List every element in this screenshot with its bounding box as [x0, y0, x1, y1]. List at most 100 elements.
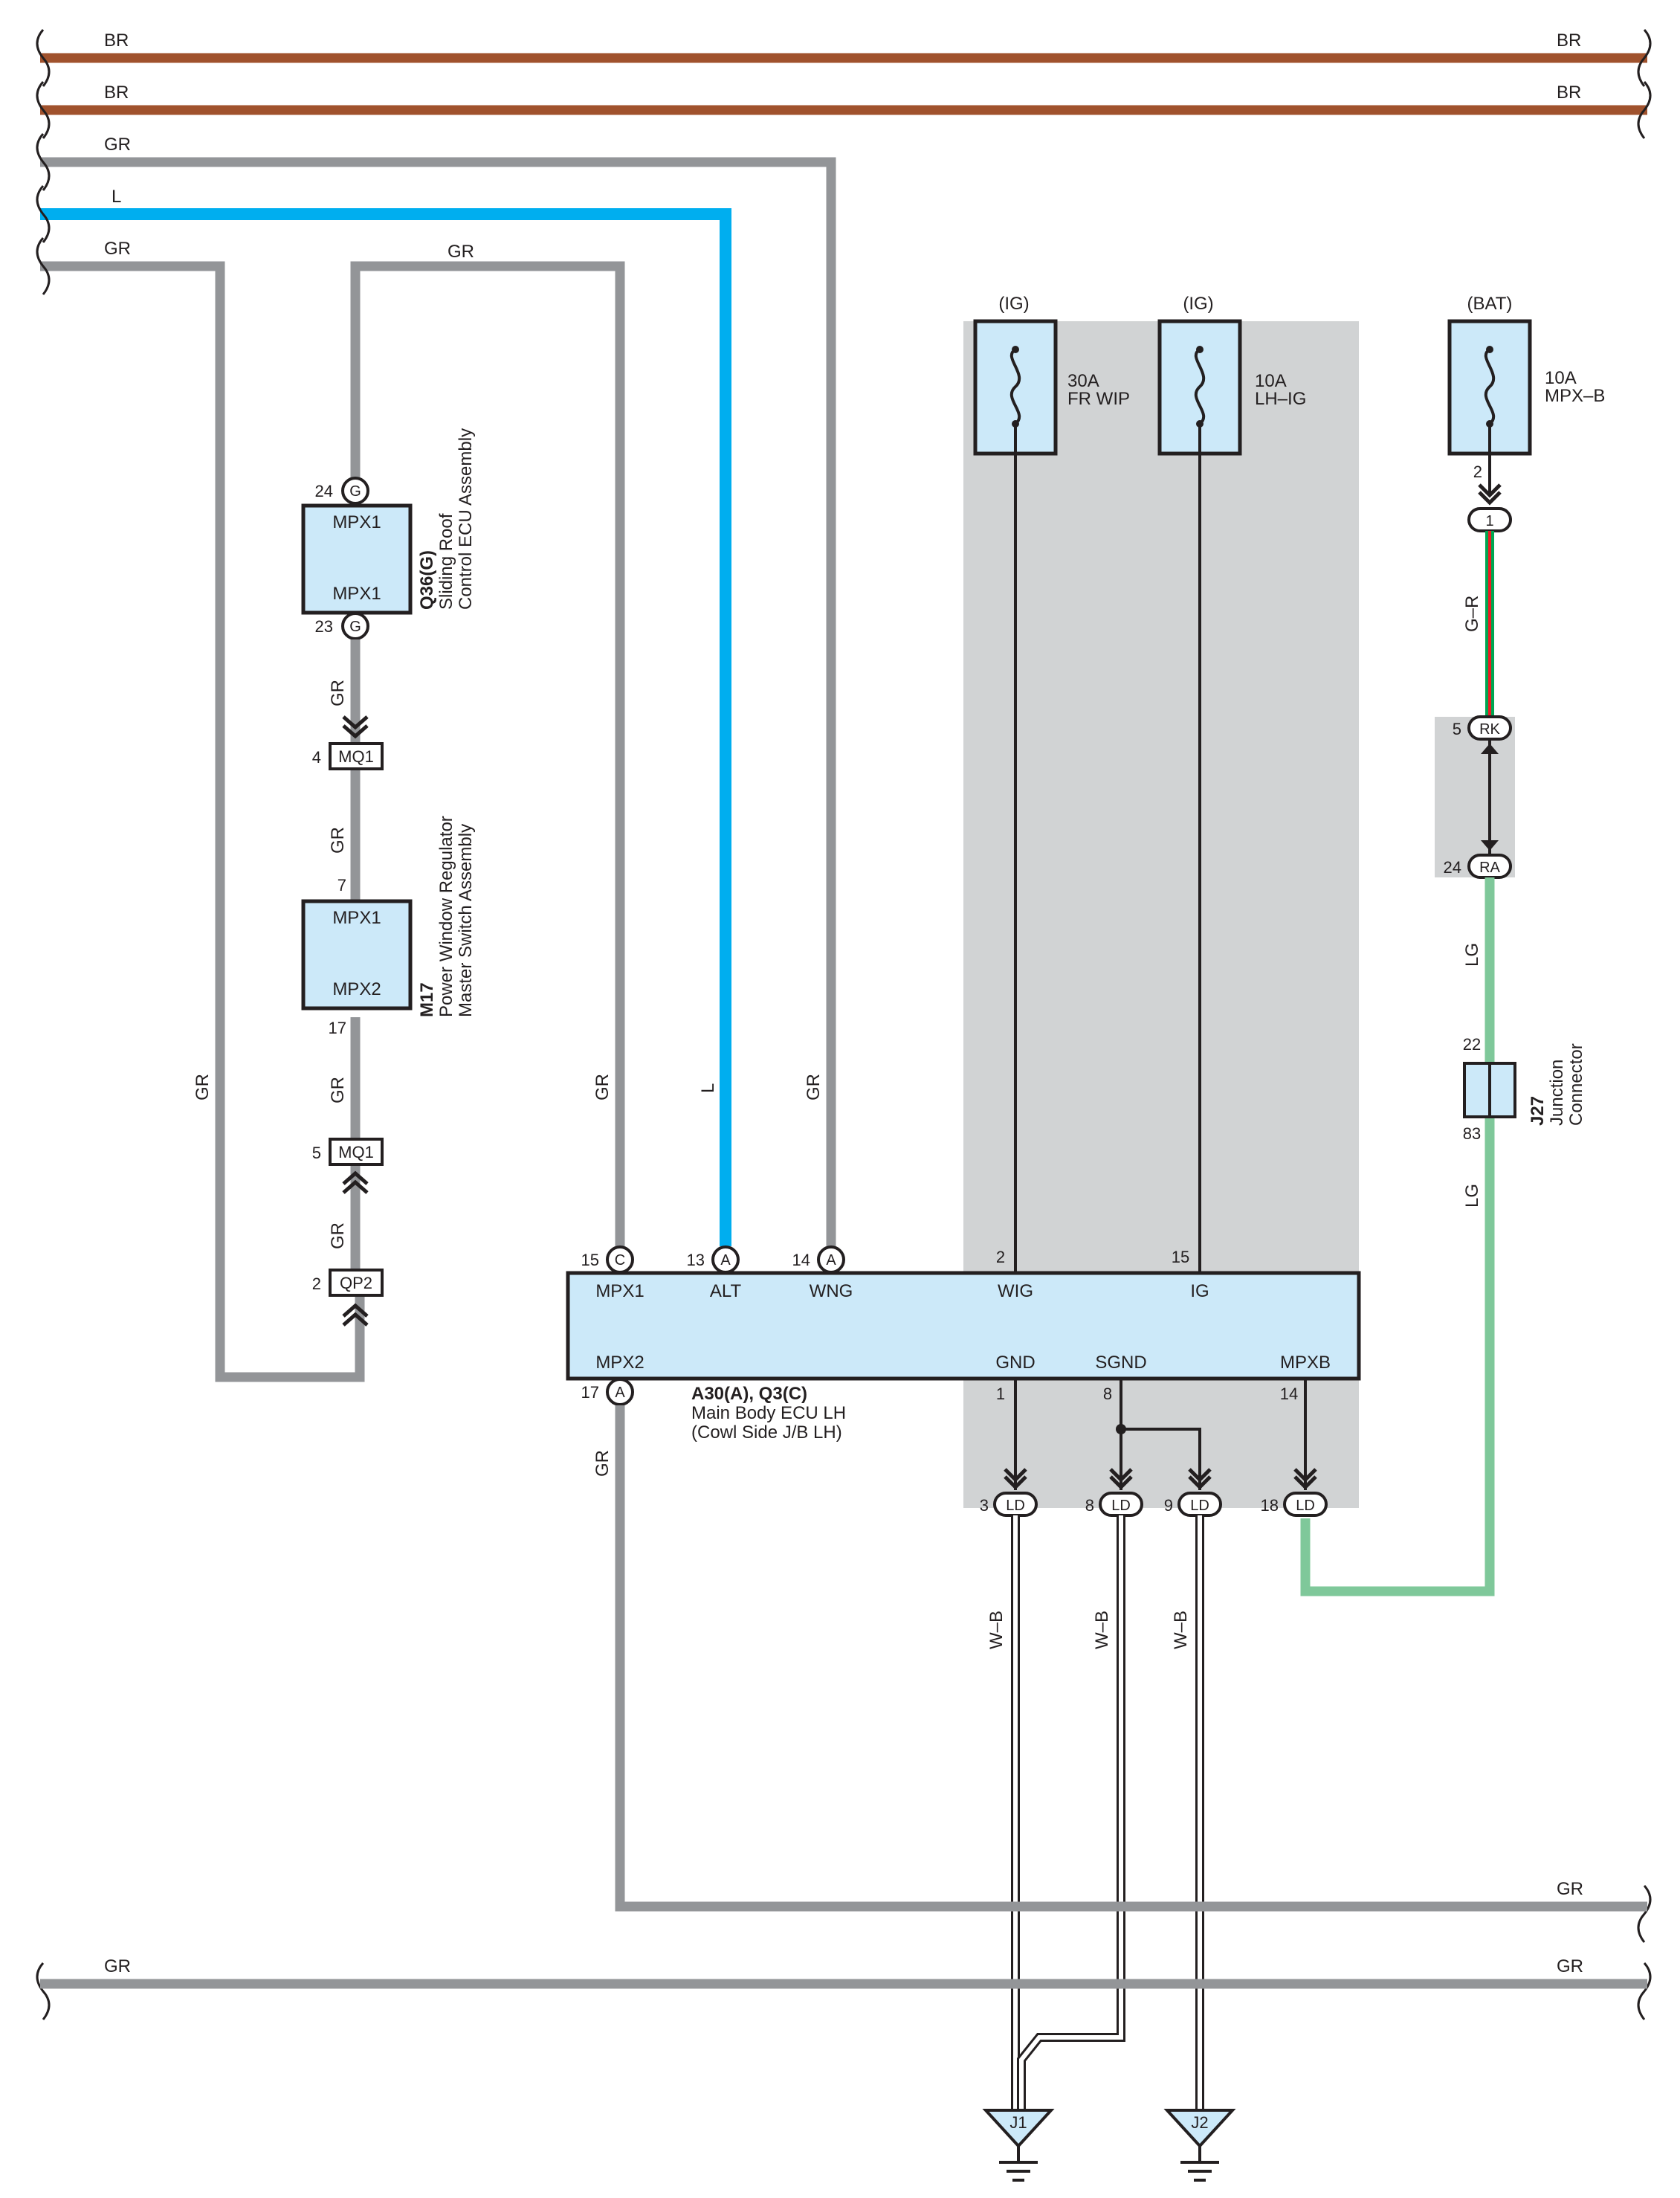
conn-letter: A — [615, 1385, 625, 1401]
wire-label: LG — [1462, 1184, 1482, 1208]
junction-connector-j27: 22 83 J27 Junction Connector — [1463, 1035, 1586, 1143]
component-name: Master Switch Assembly — [456, 824, 476, 1017]
fuse-name: FR WIP — [1067, 389, 1130, 409]
wire-label: GR — [328, 680, 348, 706]
pin-number: 18 — [1261, 1496, 1279, 1515]
ground-j1: J1 — [982, 2109, 1055, 2182]
wire-label: GR — [328, 827, 348, 854]
wire-label: GR — [328, 1222, 348, 1249]
top-br-wire-1: BR BR — [40, 30, 1647, 63]
ground-j2: J2 — [1163, 2109, 1236, 2182]
gr-wire-to-wng: GR GR — [40, 135, 836, 1246]
fuse-rating: 30A — [1067, 371, 1099, 391]
pin-number: 7 — [337, 876, 346, 895]
wire-label: BR — [1557, 30, 1581, 51]
component-name: Control ECU Assembly — [456, 428, 476, 610]
ld-connector-3: LD 3 — [980, 1492, 1038, 1517]
fuse-source: (IG) — [998, 294, 1029, 314]
gr-wire-mpx2: GR GR — [592, 1405, 1647, 1912]
wire-label: L — [698, 1083, 718, 1093]
conn-name: LD — [1111, 1498, 1131, 1514]
pin-number: 14 — [1280, 1385, 1298, 1403]
terminal-label: MPXB — [1280, 1353, 1331, 1373]
fuse-name: MPX–B — [1545, 386, 1605, 406]
pin-number: 9 — [1164, 1496, 1173, 1515]
pin-number: 17 — [581, 1383, 599, 1402]
fuse-to-ecu-wires — [1014, 424, 1201, 1273]
pin-number: 24 — [315, 482, 333, 500]
wire-label: W–B — [1171, 1611, 1191, 1649]
wire-label: GR — [1557, 1956, 1583, 1976]
fuse-source: (IG) — [1183, 294, 1213, 314]
pin-number: 2 — [996, 1248, 1005, 1266]
pin-number: 2 — [312, 1274, 321, 1293]
terminal-label: MPX1 — [332, 908, 381, 928]
gr-wire-loop: GR GR — [40, 239, 365, 1382]
pin-number: 5 — [1453, 720, 1461, 738]
pin-number: 23 — [315, 617, 333, 636]
ground-name: J2 — [1191, 2113, 1208, 2132]
component-name: Main Body ECU LH — [691, 1403, 846, 1423]
fuse-fr-wip: (IG) 30A FR WIP — [973, 294, 1130, 456]
power-window-master-switch: 7 MPX1 MPX2 17 M17 Power Window Regulato… — [301, 816, 476, 1037]
terminal-label: MPX2 — [332, 979, 381, 999]
wire-label: L — [112, 187, 121, 207]
terminal-label: IG — [1190, 1281, 1209, 1301]
conn-pin: 1 — [1485, 513, 1493, 529]
sliding-roof-ecu: G 24 MPX1 MPX1 G 23 Q36(G) Sliding Roof … — [301, 428, 476, 640]
conn-name: LD — [1190, 1498, 1209, 1514]
wire-label: BR — [1557, 83, 1581, 103]
wire-label: G–R — [1462, 596, 1482, 632]
wire-label: GR — [104, 135, 131, 155]
splice-name: QP2 — [340, 1274, 372, 1292]
component-name: (Cowl Side J/B LH) — [691, 1422, 842, 1443]
lg-wire: LG LG — [1300, 877, 1495, 1596]
pin-number: 13 — [687, 1251, 705, 1269]
component-name: Junction — [1547, 1060, 1567, 1126]
terminal-label: WIG — [998, 1281, 1033, 1301]
pin-number: 4 — [312, 748, 321, 767]
pin-number: 15 — [1172, 1248, 1189, 1266]
splice-qp2: QP2 2 — [312, 1269, 384, 1327]
wire-label: GR — [804, 1074, 824, 1100]
component-name: Power Window Regulator — [436, 816, 456, 1017]
pin-number: 2 — [1473, 463, 1482, 481]
pin-number: 24 — [1444, 858, 1461, 877]
pin-number: 8 — [1085, 1496, 1094, 1515]
wire-label: BR — [104, 30, 129, 51]
bottom-gr-bus: GR GR — [40, 1956, 1647, 1989]
conn-letter: G — [349, 483, 361, 500]
pin-number: 22 — [1463, 1035, 1481, 1054]
conn-name: LD — [1006, 1498, 1025, 1514]
wire-label: GR — [328, 1077, 348, 1103]
terminal-label: WNG — [810, 1281, 853, 1301]
pin-number: 14 — [792, 1251, 810, 1269]
component-code: J27 — [1528, 1096, 1548, 1126]
fuse-source: (BAT) — [1467, 294, 1513, 314]
component-code: M17 — [417, 982, 437, 1017]
wire-label: W–B — [1092, 1611, 1112, 1649]
terminal-label: MPX1 — [595, 1281, 644, 1301]
terminal-label: MPX1 — [332, 584, 381, 604]
splice-mq1-bottom: MQ1 5 — [312, 1138, 384, 1194]
wire-label: GR — [104, 1956, 131, 1976]
conn-name: RK — [1479, 721, 1500, 738]
ground-name: J1 — [1009, 2113, 1027, 2132]
terminal-label: MPX2 — [595, 1353, 644, 1373]
splice-dot — [1116, 1424, 1126, 1434]
splice-name: MQ1 — [338, 747, 374, 766]
pin-number: 5 — [312, 1144, 321, 1162]
pin-number: 17 — [329, 1019, 346, 1037]
component-name: Connector — [1566, 1043, 1586, 1126]
wire-label: GR — [592, 1074, 613, 1100]
pin-number: 1 — [996, 1385, 1005, 1403]
wire-label: W–B — [986, 1611, 1007, 1649]
conn-name: RA — [1479, 860, 1500, 876]
conn-letter: A — [826, 1252, 836, 1269]
conn-name: LD — [1296, 1498, 1315, 1514]
fuse-mpx-b: (BAT) 10A MPX–B — [1447, 294, 1605, 456]
pin-number: 8 — [1103, 1385, 1112, 1403]
wire-label: GR — [104, 239, 131, 259]
pin-number: 15 — [581, 1251, 599, 1269]
